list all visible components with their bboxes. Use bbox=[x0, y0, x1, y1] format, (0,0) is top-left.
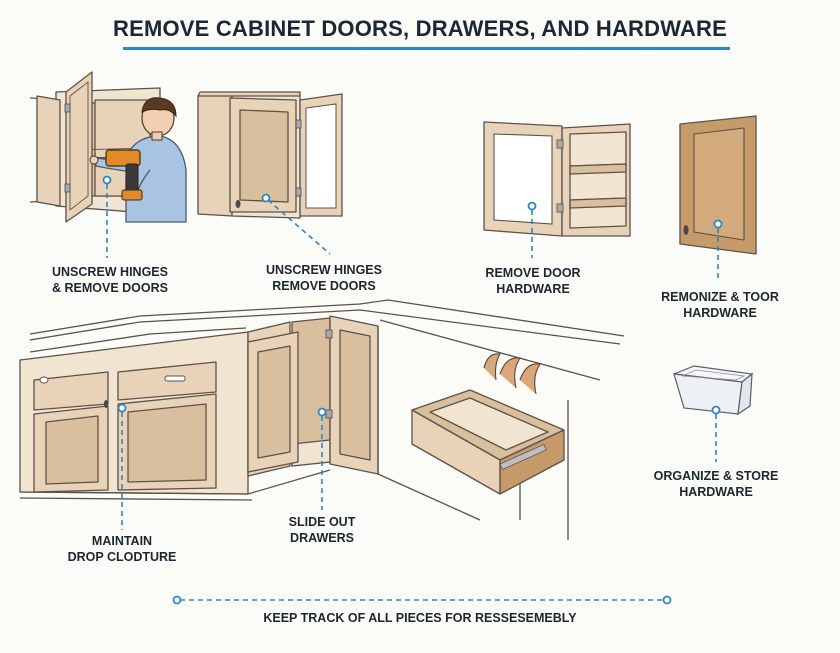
title-underline bbox=[123, 47, 730, 50]
label-maintain-line1: MAINTAIN bbox=[91, 534, 153, 548]
label-organize-store-hardware-line1: ORGANIZE & STORE bbox=[653, 469, 779, 483]
label-unscrew-hinges-2: UNSCREW HINGES REMOVE DOORS bbox=[262, 262, 386, 294]
loose-cabinet-door bbox=[679, 115, 757, 255]
base-cabinets bbox=[19, 299, 625, 540]
label-unscrew-hinges-2-line2: REMOVE DOORS bbox=[272, 279, 376, 293]
callout-remonize bbox=[713, 219, 723, 282]
removed-hardware-pulls bbox=[483, 353, 541, 395]
callout-unscrew-1 bbox=[102, 175, 112, 258]
label-remonize-hardware-line2: HARDWARE bbox=[683, 306, 757, 320]
label-remonize-hardware: REMONIZE & TOOR HARDWARE bbox=[658, 289, 782, 321]
footer-note: KEEP TRACK OF ALL PIECES FOR RESSESEMEBL… bbox=[263, 611, 577, 625]
label-unscrew-hinges-2-line1: UNSCREW HINGES bbox=[266, 263, 382, 277]
glass-door-cabinet bbox=[483, 121, 631, 237]
label-remove-door-hardware-line2: HARDWARE bbox=[496, 282, 570, 296]
label-remove-door-hardware-line1: REMOVE DOOR bbox=[485, 266, 581, 280]
label-slide-out-line1: SLIDE OUT bbox=[288, 515, 356, 529]
label-unscrew-hinges-1-line2: & REMOVE DOORS bbox=[52, 281, 168, 295]
callout-unscrew-2 bbox=[261, 193, 331, 255]
label-organize-store-hardware-line2: HARDWARE bbox=[679, 485, 753, 499]
page-title: REMOVE CABINET DOORS, DRAWERS, AND HARDW… bbox=[112, 16, 728, 41]
label-unscrew-hinges-1: UNSCREW HINGES & REMOVE DOORS bbox=[48, 264, 172, 296]
upper-cabinet-center bbox=[197, 91, 343, 219]
label-unscrew-hinges-1-line1: UNSCREW HINGES bbox=[52, 265, 168, 279]
person-with-drill bbox=[89, 97, 187, 223]
label-remonize-hardware-line1: REMONIZE & TOOR bbox=[661, 290, 779, 304]
label-remove-door-hardware: REMOVE DOOR HARDWARE bbox=[478, 265, 588, 297]
label-organize-store-hardware: ORGANIZE & STORE HARDWARE bbox=[646, 468, 786, 500]
storage-bin bbox=[673, 365, 754, 416]
callout-remove-door-hw bbox=[527, 201, 537, 258]
label-maintain-line2: DROP CLODTURE bbox=[67, 550, 177, 564]
label-maintain-drop-clodture: MAINTAIN DROP CLODTURE bbox=[62, 533, 182, 565]
label-slide-out-drawers: SLIDE OUT DRAWERS bbox=[276, 514, 368, 546]
pulled-out-drawer bbox=[411, 389, 565, 495]
footer-dashed-line bbox=[172, 595, 672, 605]
label-slide-out-line2: DRAWERS bbox=[290, 531, 354, 545]
callout-organize bbox=[711, 405, 721, 462]
callout-maintain bbox=[117, 403, 127, 530]
callout-slide-out bbox=[317, 407, 327, 510]
